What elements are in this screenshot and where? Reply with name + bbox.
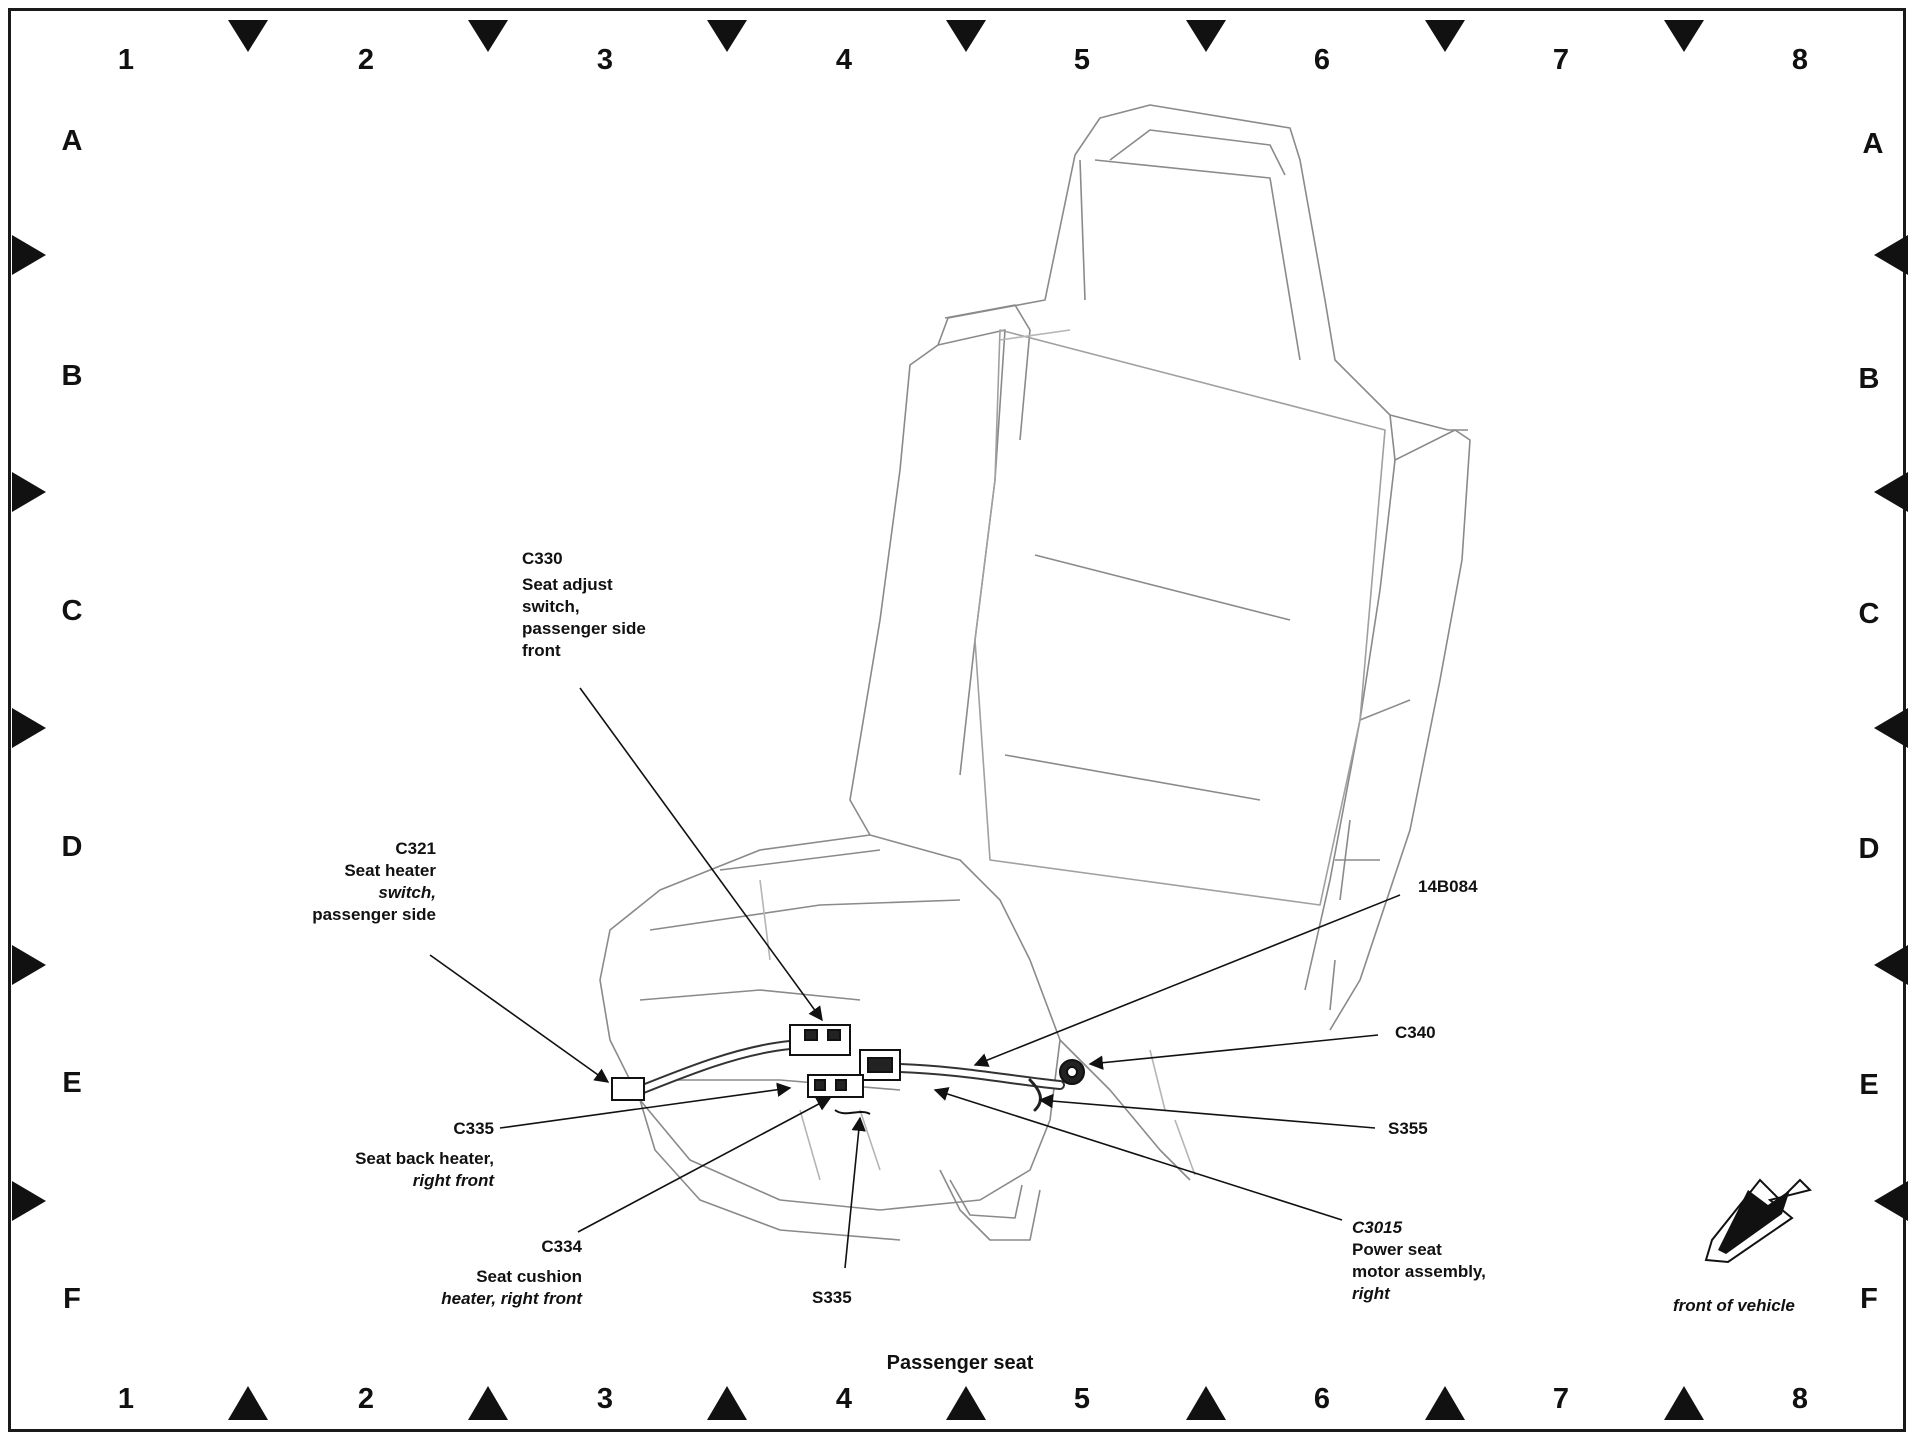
grid-column-label: 4 (835, 44, 853, 76)
callout-description: passenger side (522, 619, 646, 638)
callout-c321: C321 Seat heater switch, passenger side (236, 838, 436, 926)
grid-column-label: 8 (1791, 44, 1809, 76)
callout-description: Seat cushion (476, 1267, 582, 1286)
callout-description: Seat adjust (522, 575, 613, 594)
grid-column-label: 2 (357, 1383, 375, 1415)
c321-leader-line (429, 954, 610, 1083)
front-of-vehicle-arrow-icon (1704, 1178, 1812, 1264)
callout-description: switch, (522, 597, 580, 616)
callout-description: Seat back heater, (355, 1149, 494, 1168)
connector-code: C3015 (1352, 1218, 1403, 1237)
grid-row-label: D (1858, 833, 1880, 865)
grid-row-label: C (61, 595, 83, 627)
callout-description: Power seat (1352, 1240, 1442, 1259)
14b084-leader-line (973, 894, 1401, 1067)
wiring-harness (623, 1040, 1065, 1112)
connector-code: C340 (1395, 1023, 1436, 1042)
grid-row-label: A (1862, 128, 1884, 160)
callout-14b084: 14B084 (1418, 876, 1478, 898)
callout-s355: S355 (1388, 1118, 1428, 1140)
connector-code: C334 (541, 1237, 582, 1256)
callout-description: right front (412, 1171, 494, 1190)
seat-drawing (599, 104, 1471, 1241)
grid-column-label: 6 (1313, 44, 1331, 76)
grid-column-label: 1 (117, 1383, 135, 1415)
grid-row-label: F (1860, 1283, 1878, 1315)
c334-leader-line (577, 1097, 832, 1233)
diagram-caption: Passenger seat (886, 1352, 1034, 1374)
splice-code: S335 (812, 1288, 852, 1307)
s335-splice-icon (834, 1109, 871, 1115)
connector-code: C335 (453, 1119, 494, 1138)
callout-description: Seat heater (344, 861, 436, 880)
s355-leader-line (1038, 1093, 1376, 1129)
callout-description: motor assembly, (1352, 1262, 1486, 1281)
callout-c335: C335 Seat back heater, right front (230, 1118, 494, 1192)
front-of-vehicle-label: front of vehicle (1673, 1296, 1795, 1315)
callout-description: right (1352, 1284, 1390, 1303)
grid-row-label: B (1858, 363, 1880, 395)
grid-row-label: B (61, 360, 83, 392)
diagram-frame (8, 8, 1906, 1432)
callout-description: switch, (378, 883, 436, 902)
grid-row-label: E (62, 1067, 82, 1099)
part-number: 14B084 (1418, 877, 1478, 896)
callout-description: passenger side (312, 905, 436, 924)
grid-row-label: C (1858, 598, 1880, 630)
callout-s335: S335 (812, 1287, 852, 1309)
grid-column-label: 6 (1313, 1383, 1331, 1415)
grid-column-label: 8 (1791, 1383, 1809, 1415)
splice-code: S355 (1388, 1119, 1428, 1138)
border-markers (12, 20, 1908, 1420)
grid-column-label: 7 (1552, 44, 1570, 76)
grid-column-label: 2 (357, 44, 375, 76)
c330-leader-line (579, 687, 823, 1022)
leader-lines (429, 687, 1401, 1269)
connector-code: C330 (522, 549, 563, 568)
c321-connector-icon (611, 1077, 645, 1101)
callout-description: heater, right front (441, 1289, 582, 1308)
grid-column-label: 4 (835, 1383, 853, 1415)
grid-column-label: 3 (596, 44, 614, 76)
grid-column-label: 7 (1552, 1383, 1570, 1415)
callout-description: front (522, 641, 561, 660)
c3015-leader-line (933, 1087, 1343, 1221)
grid-column-label: 3 (596, 1383, 614, 1415)
s335-leader-line (844, 1116, 866, 1269)
grid-row-label: A (61, 125, 83, 157)
callout-c3015: C3015 Power seat motor assembly, right (1352, 1217, 1486, 1305)
grid-row-label: F (63, 1283, 81, 1315)
grid-row-label: D (61, 831, 83, 863)
connector-code: C321 (395, 839, 436, 858)
c335-leader-line (499, 1082, 792, 1129)
connector-blocks (611, 1024, 1085, 1115)
grid-column-label: 5 (1073, 1383, 1091, 1415)
grid-row-label: E (1859, 1069, 1879, 1101)
c340-leader-line (1088, 1034, 1379, 1070)
callout-c334: C334 Seat cushion heater, right front (340, 1236, 582, 1310)
grid-column-label: 1 (117, 44, 135, 76)
callout-c330: C330 Seat adjust switch, passenger side … (522, 548, 646, 662)
grid-column-label: 5 (1073, 44, 1091, 76)
callout-c340: C340 (1395, 1022, 1436, 1044)
